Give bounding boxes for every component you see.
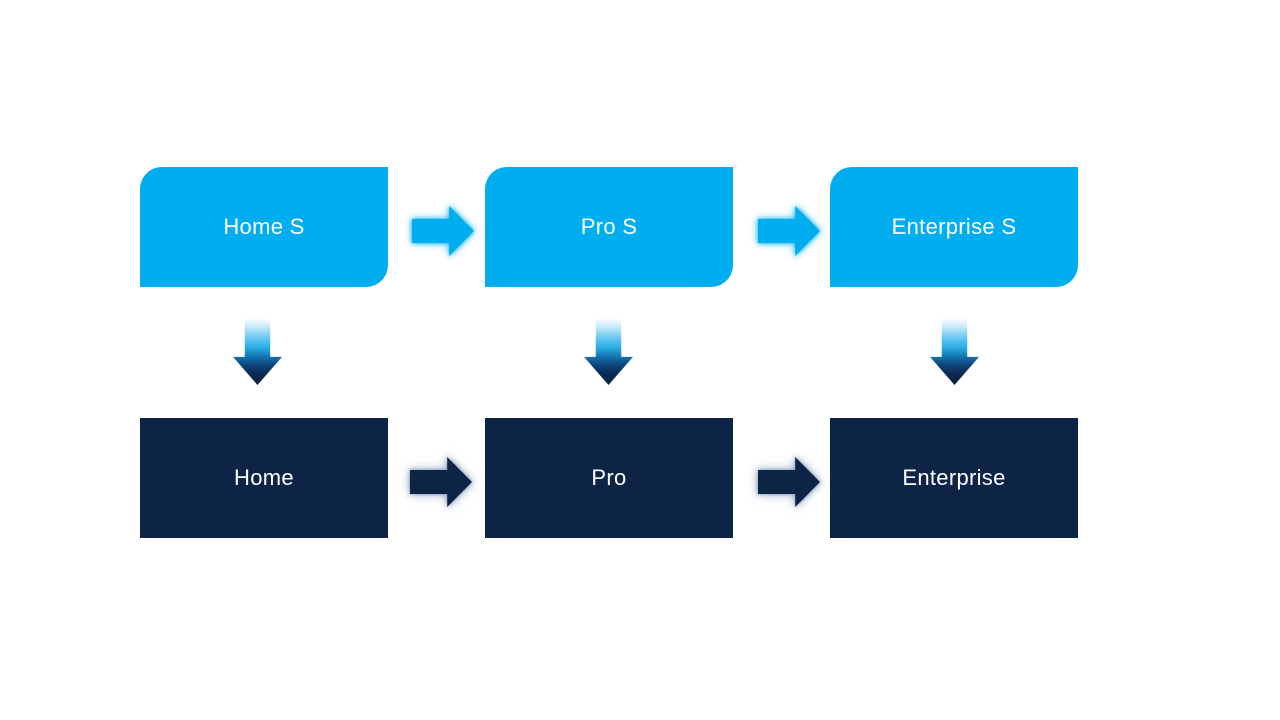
box-pro-s: Pro S bbox=[485, 167, 733, 287]
box-enterprise: Enterprise bbox=[830, 418, 1078, 538]
right-arrow-icon bbox=[758, 457, 820, 507]
box-enterprise-s-label: Enterprise S bbox=[891, 214, 1017, 239]
right-arrow-icon bbox=[410, 457, 472, 507]
box-enterprise-label: Enterprise bbox=[902, 465, 1006, 490]
down-arrow-icon bbox=[930, 318, 979, 385]
box-home: Home bbox=[140, 418, 388, 538]
right-arrow-shape bbox=[410, 457, 472, 507]
right-arrow-shape bbox=[758, 206, 820, 256]
box-enterprise-s: Enterprise S bbox=[830, 167, 1078, 287]
right-arrow-icon bbox=[412, 206, 474, 256]
right-arrow-icon bbox=[758, 206, 820, 256]
box-pro-s-label: Pro S bbox=[580, 214, 638, 239]
box-pro: Pro bbox=[485, 418, 733, 538]
box-home-label: Home bbox=[234, 465, 294, 490]
right-arrow-shape bbox=[758, 457, 820, 507]
right-arrow-shape bbox=[412, 206, 474, 256]
box-home-s-label: Home S bbox=[223, 214, 305, 239]
down-arrow-icon bbox=[233, 318, 282, 385]
box-home-s: Home S bbox=[140, 167, 388, 287]
box-pro-label: Pro bbox=[591, 465, 627, 490]
down-arrow-icon bbox=[584, 318, 633, 385]
